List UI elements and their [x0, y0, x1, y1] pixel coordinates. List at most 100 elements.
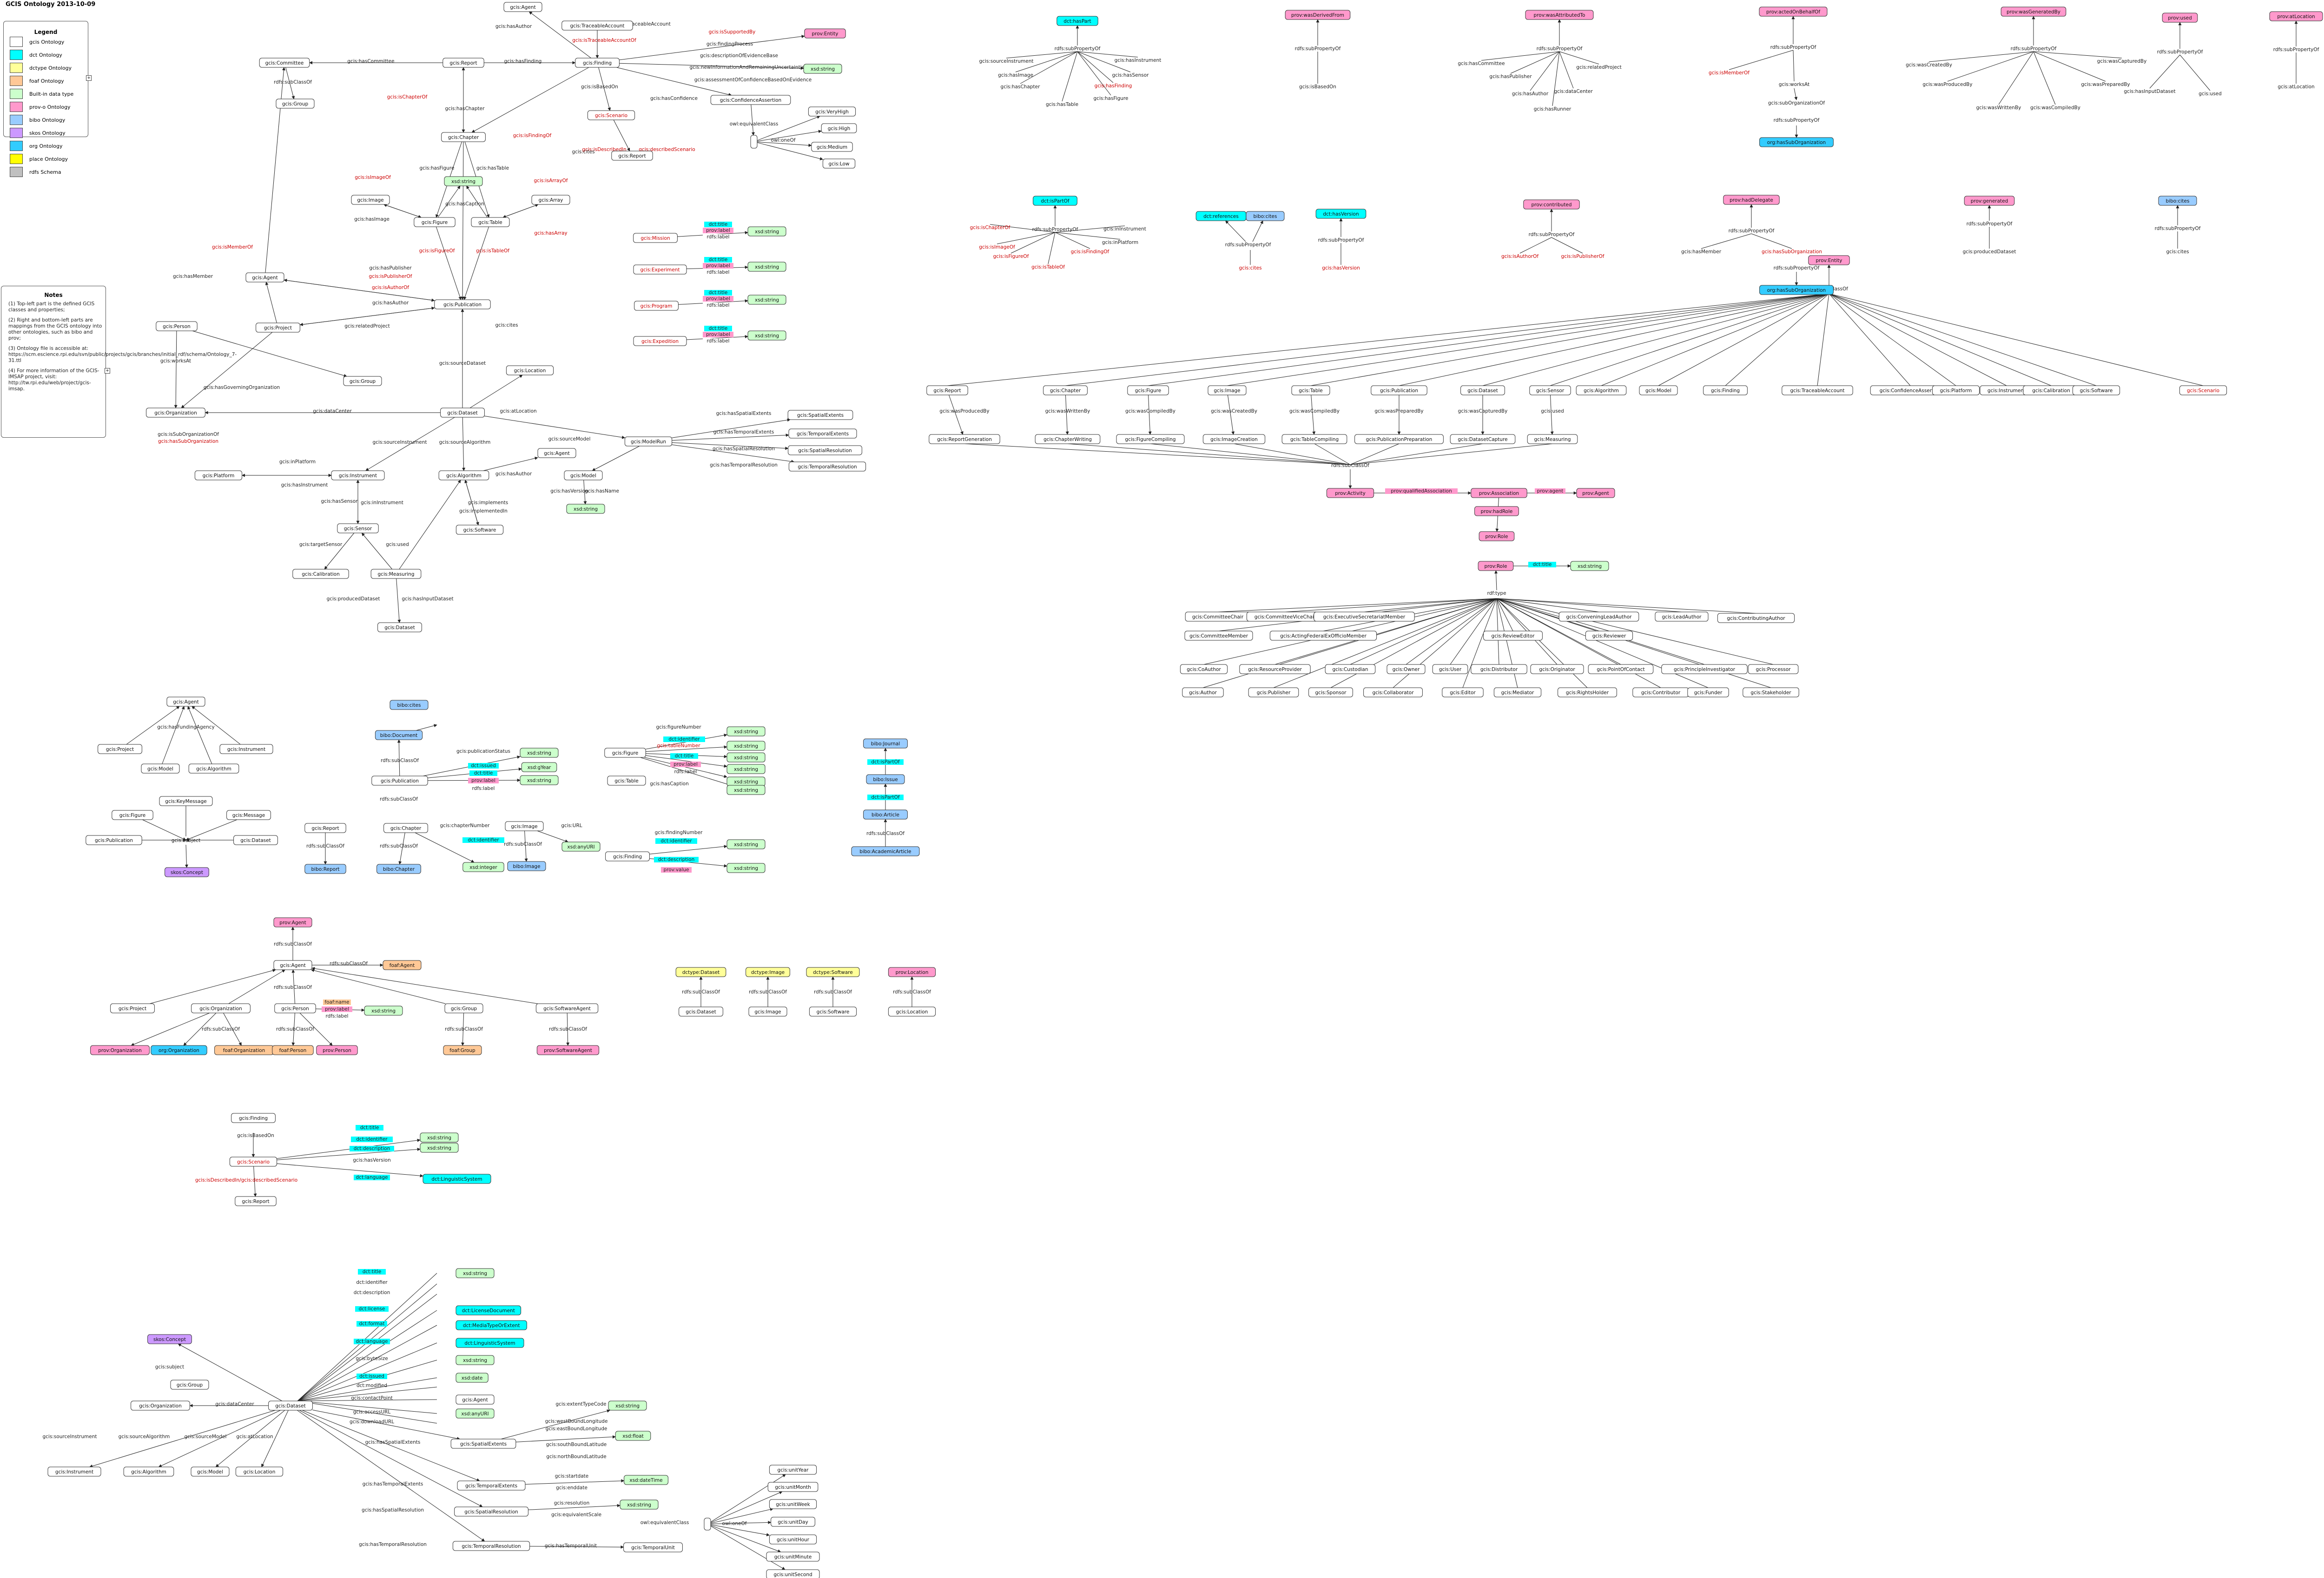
node-box[interactable] — [1315, 209, 1367, 219]
node-box[interactable] — [746, 967, 790, 977]
node-act3[interactable]: gcis:ImageCreation — [1202, 434, 1266, 444]
node-dTemporal[interactable]: gcis:TemporalExtents — [457, 1480, 526, 1491]
node-box[interactable] — [229, 1157, 277, 1167]
node-bPub[interactable]: gcis:Publication — [86, 835, 142, 845]
node-role15[interactable]: gcis:Distributor — [1471, 664, 1527, 674]
node-xsdGYear[interactable]: xsd:gYear — [521, 762, 557, 772]
node-box[interactable] — [151, 1045, 207, 1055]
node-box[interactable] — [1116, 434, 1185, 444]
node-xsdStr_program[interactable]: xsd:string — [747, 295, 786, 305]
node-unitMonth[interactable]: gcis:unitMonth — [767, 1482, 819, 1492]
node-box[interactable] — [304, 823, 346, 833]
node-sx0[interactable]: xsd:string — [420, 1132, 459, 1143]
node-box[interactable] — [1530, 664, 1584, 674]
node-ent1[interactable]: gcis:Chapter — [1043, 385, 1088, 395]
node-cxs[interactable]: xsd:string — [364, 1006, 403, 1016]
node-box[interactable] — [747, 226, 786, 237]
node-measuring[interactable]: gcis:Measuring — [370, 569, 422, 579]
node-role2[interactable]: gcis:ExecutiveSecretariatMember — [1314, 611, 1415, 622]
node-gAgent[interactable]: gcis:Agent — [245, 272, 284, 283]
node-box[interactable] — [191, 1003, 251, 1013]
node-dOrg[interactable]: gcis:Organization — [131, 1400, 190, 1411]
node-act7[interactable]: gcis:Measuring — [1527, 434, 1578, 444]
node-box[interactable] — [769, 1465, 817, 1475]
node-box[interactable] — [888, 967, 936, 977]
node-box[interactable] — [233, 835, 278, 845]
node-box[interactable] — [747, 295, 786, 305]
node-role21[interactable]: gcis:Publisher — [1248, 687, 1299, 697]
node-box[interactable] — [2179, 385, 2227, 395]
node-box[interactable] — [1523, 199, 1580, 210]
node-act0[interactable]: gcis:ReportGeneration — [929, 434, 1000, 444]
node-box[interactable] — [2158, 196, 2197, 206]
node-dSpatial[interactable]: gcis:SpatialExtents — [450, 1439, 516, 1449]
node-role19[interactable]: gcis:Processor — [1748, 664, 1799, 674]
node-ent7[interactable]: gcis:Sensor — [1529, 385, 1571, 395]
node-box[interactable] — [769, 1534, 817, 1545]
node-role11[interactable]: gcis:ResourceProvider — [1239, 664, 1311, 674]
node-confAssert[interactable]: gcis:ConfidenceAssertion — [710, 95, 791, 105]
node-bFigure[interactable]: gcis:Figure — [604, 748, 646, 758]
node-dtIb[interactable]: gcis:Image — [748, 1006, 787, 1017]
node-box[interactable] — [1483, 631, 1543, 641]
node-box[interactable] — [1529, 385, 1571, 395]
node-biboCitesBox[interactable]: bibo:cites — [390, 700, 429, 710]
node-spatialRes[interactable]: gcis:SpatialResolution — [788, 445, 862, 455]
node-biboReport[interactable]: bibo:Report — [304, 864, 346, 874]
node-ent6[interactable]: gcis:Dataset — [1460, 385, 1505, 395]
node-role20[interactable]: gcis:Author — [1182, 687, 1224, 697]
node-act6[interactable]: gcis:DatasetCapture — [1450, 434, 1516, 444]
node-box[interactable] — [219, 744, 273, 754]
node-cAgent[interactable]: gcis:Agent — [273, 960, 312, 970]
node-box[interactable] — [331, 470, 385, 480]
node-ent2[interactable]: gcis:Figure — [1127, 385, 1169, 395]
node-box[interactable] — [112, 810, 153, 820]
node-box[interactable] — [272, 1045, 314, 1055]
node-bKey[interactable]: gcis:KeyMessage — [159, 796, 213, 806]
node-report2[interactable]: gcis:Report — [611, 151, 653, 161]
node-box[interactable] — [1269, 631, 1377, 641]
node-dctLS1[interactable]: dct:LinguisticSystem — [423, 1174, 491, 1184]
node-box[interactable] — [1281, 434, 1347, 444]
node-biboCites1[interactable]: bibo:cites — [1246, 211, 1285, 221]
node-box[interactable] — [276, 99, 315, 109]
node-box[interactable] — [123, 1466, 174, 1477]
node-fx4[interactable]: xsd:string — [726, 776, 766, 787]
node-box[interactable] — [1450, 434, 1516, 444]
node-role10[interactable]: gcis:CoAuthor — [1180, 664, 1228, 674]
notes-expand-toggle[interactable]: + — [105, 368, 110, 374]
node-box[interactable] — [2000, 7, 2067, 17]
node-ds10[interactable]: xsd:anyURI — [456, 1408, 495, 1419]
node-box[interactable] — [675, 967, 726, 977]
node-bReport[interactable]: gcis:Report — [304, 823, 346, 833]
node-box[interactable] — [624, 436, 673, 447]
node-box[interactable] — [188, 763, 239, 774]
node-box[interactable] — [440, 408, 485, 418]
node-ent14[interactable]: gcis:Instrument — [1980, 385, 2034, 395]
node-box[interactable] — [1759, 7, 1828, 17]
node-box[interactable] — [1661, 664, 1748, 674]
node-provRoleA[interactable]: prov:Role — [1479, 531, 1515, 541]
node-fan_dct:hasVersion2885[interactable]: dct:hasVersion — [1315, 209, 1367, 219]
node-modelRun[interactable]: gcis:ModelRun — [624, 436, 673, 447]
node-box[interactable] — [146, 408, 205, 418]
node-box[interactable] — [47, 1466, 101, 1477]
node-bInst[interactable]: gcis:Instrument — [219, 744, 273, 754]
node-box[interactable] — [587, 110, 635, 120]
node-biboDoc[interactable]: bibo:Document — [375, 730, 423, 740]
node-fan_prov:contributed3338[interactable]: prov:contributed — [1523, 199, 1580, 210]
node-figure[interactable]: gcis:Figure — [414, 217, 456, 227]
node-dtSb[interactable]: gcis:Software — [809, 1006, 857, 1017]
node-box[interactable] — [624, 1475, 668, 1485]
node-tUnit[interactable]: gcis:TemporalUnit — [623, 1542, 683, 1552]
node-role12[interactable]: gcis:Custodian — [1325, 664, 1376, 674]
node-role28[interactable]: gcis:Funder — [1687, 687, 1729, 697]
node-biboArticle[interactable]: bibo:Article — [863, 809, 908, 820]
node-report[interactable]: gcis:Report — [442, 58, 484, 68]
node-box[interactable] — [1285, 10, 1351, 20]
node-role23[interactable]: gcis:Collaborator — [1363, 687, 1423, 697]
node-box[interactable] — [259, 58, 310, 68]
node-box[interactable] — [806, 967, 860, 977]
node-box[interactable] — [564, 470, 603, 480]
node-box[interactable] — [1585, 631, 1633, 641]
